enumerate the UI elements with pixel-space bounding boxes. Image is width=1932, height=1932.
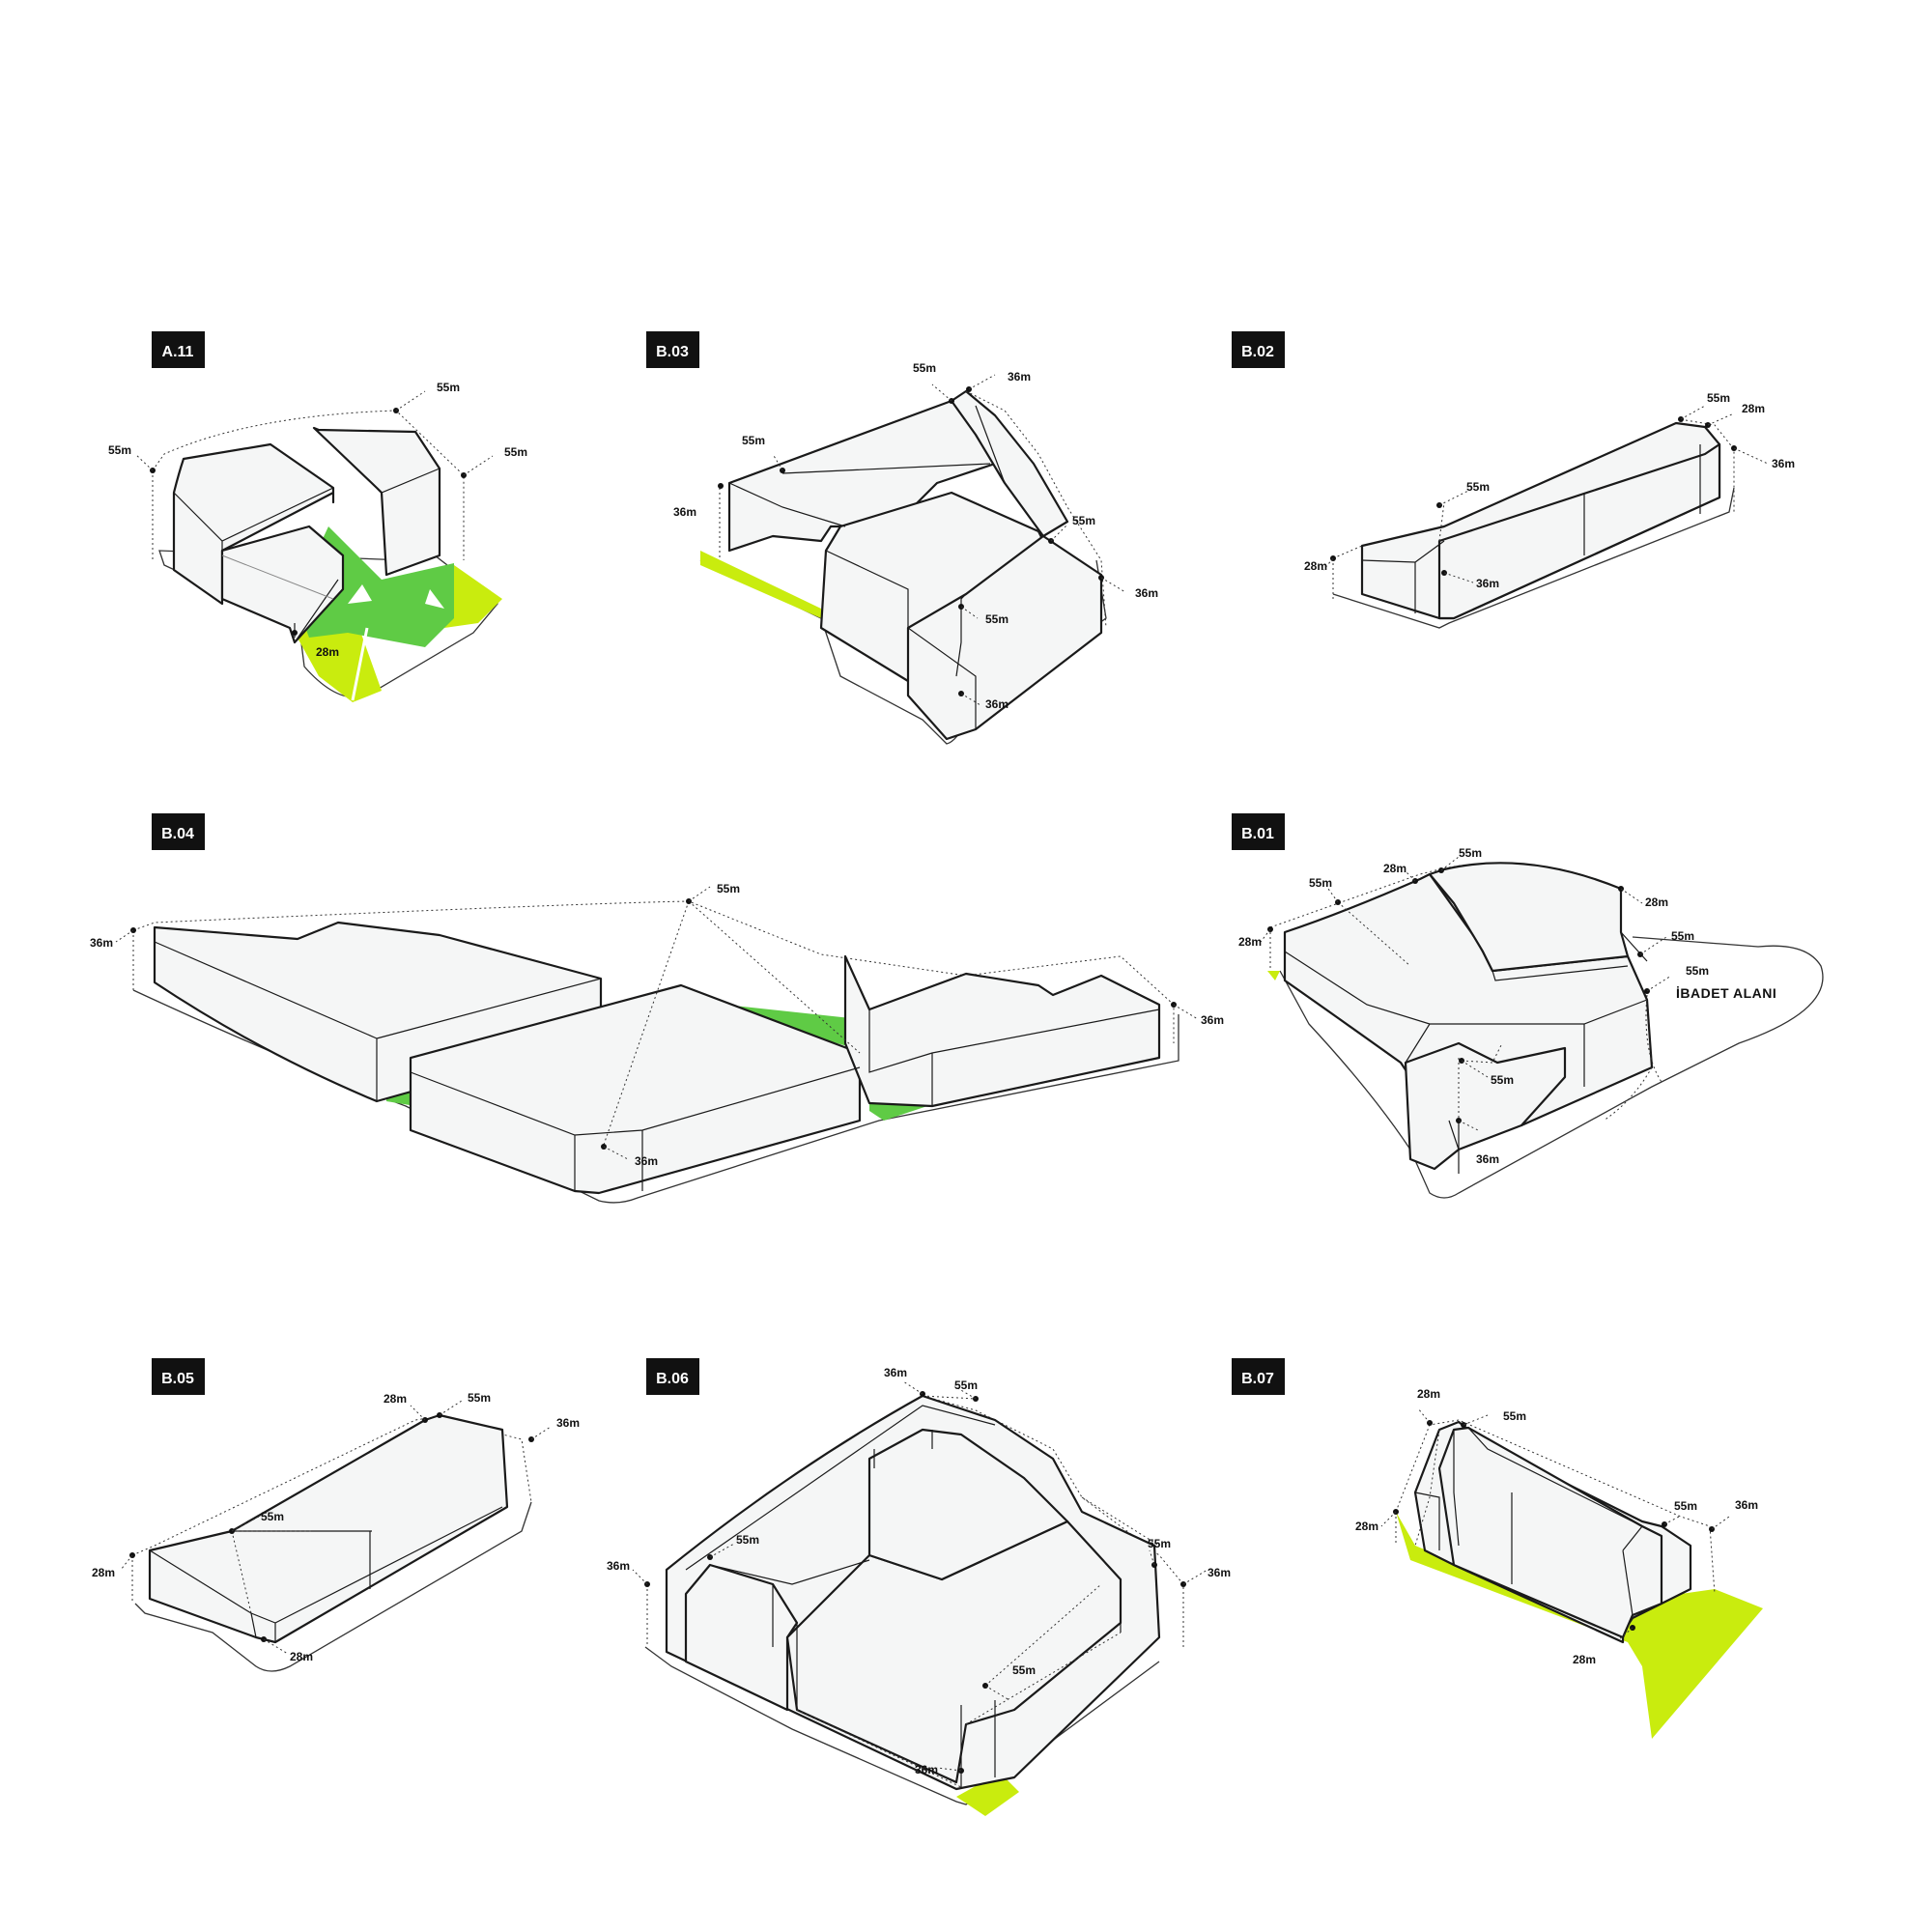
svg-text:28m: 28m — [1383, 862, 1406, 875]
block-b01: B.01 28m 55m 55m 28m 28m 55m 55m 55m 36m… — [1232, 813, 1824, 1199]
svg-text:28m: 28m — [316, 645, 339, 659]
svg-text:28m: 28m — [1742, 402, 1765, 415]
svg-text:55m: 55m — [985, 612, 1009, 626]
svg-text:B.07: B.07 — [1241, 1371, 1274, 1387]
tag-b02: B.02 — [1232, 331, 1285, 368]
svg-text:55m: 55m — [717, 882, 740, 895]
svg-text:55m: 55m — [261, 1510, 284, 1523]
svg-text:28m: 28m — [1355, 1520, 1378, 1533]
tag-a11: A.11 — [152, 331, 205, 368]
svg-text:36m: 36m — [1476, 577, 1499, 590]
svg-text:55m: 55m — [742, 434, 765, 447]
svg-text:36m: 36m — [90, 936, 113, 950]
svg-text:55m: 55m — [1072, 514, 1095, 527]
svg-text:55m: 55m — [1459, 846, 1482, 860]
svg-text:55m: 55m — [1491, 1073, 1514, 1087]
tag-b01: B.01 — [1232, 813, 1285, 850]
svg-text:36m: 36m — [607, 1559, 630, 1573]
tag-b03: B.03 — [646, 331, 699, 368]
svg-text:55m: 55m — [504, 445, 527, 459]
svg-text:28m: 28m — [92, 1566, 115, 1579]
svg-text:B.04: B.04 — [161, 826, 194, 842]
svg-text:36m: 36m — [673, 505, 696, 519]
svg-text:36m: 36m — [884, 1366, 907, 1379]
svg-text:55m: 55m — [913, 361, 936, 375]
tag-b05: B.05 — [152, 1358, 205, 1395]
block-b02: B.02 55m 28m 36m 55m 28m 36m — [1232, 331, 1795, 629]
svg-text:36m: 36m — [556, 1416, 580, 1430]
svg-text:28m: 28m — [1573, 1653, 1596, 1666]
svg-text:28m: 28m — [1645, 895, 1668, 909]
svg-text:36m: 36m — [635, 1154, 658, 1168]
svg-text:B.01: B.01 — [1241, 826, 1274, 842]
svg-text:28m: 28m — [290, 1650, 313, 1663]
svg-text:36m: 36m — [1208, 1566, 1231, 1579]
svg-text:55m: 55m — [1686, 964, 1709, 978]
svg-text:36m: 36m — [1735, 1498, 1758, 1512]
block-a11: A.11 55m 55m 55m 28m — [108, 331, 527, 702]
svg-text:55m: 55m — [1707, 391, 1730, 405]
svg-text:36m: 36m — [985, 697, 1009, 711]
svg-text:28m: 28m — [1417, 1387, 1440, 1401]
block-b07: B.07 28m 55m 28m 55m 36m 28m — [1232, 1358, 1763, 1739]
svg-text:B.05: B.05 — [161, 1371, 194, 1387]
tag-b07: B.07 — [1232, 1358, 1285, 1395]
svg-text:55m: 55m — [1148, 1537, 1171, 1550]
worship-area-label: İBADET ALANI — [1676, 985, 1776, 1001]
block-b05: B.05 28m 55m 36m 55m 28m 28m — [92, 1358, 580, 1672]
tag-b04: B.04 — [152, 813, 205, 850]
block-b04: B.04 36m 55m 36m 36m — [90, 813, 1224, 1204]
svg-text:36m: 36m — [1008, 370, 1031, 384]
svg-text:55m: 55m — [736, 1533, 759, 1547]
svg-text:36m: 36m — [915, 1763, 938, 1776]
svg-text:28m: 28m — [1238, 935, 1262, 949]
svg-text:B.02: B.02 — [1241, 344, 1274, 360]
svg-text:36m: 36m — [1135, 586, 1158, 600]
svg-text:B.03: B.03 — [656, 344, 689, 360]
svg-text:28m: 28m — [1304, 559, 1327, 573]
svg-text:55m: 55m — [1466, 480, 1490, 494]
svg-text:55m: 55m — [1503, 1409, 1526, 1423]
svg-text:55m: 55m — [468, 1391, 491, 1405]
tag-b06: B.06 — [646, 1358, 699, 1395]
svg-text:55m: 55m — [1671, 929, 1694, 943]
svg-text:55m: 55m — [437, 381, 460, 394]
svg-text:B.06: B.06 — [656, 1371, 689, 1387]
svg-text:36m: 36m — [1772, 457, 1795, 470]
svg-text:55m: 55m — [108, 443, 131, 457]
svg-text:28m: 28m — [384, 1392, 407, 1406]
svg-text:A.11: A.11 — [162, 344, 194, 360]
block-b03: B.03 55m 36m 55m 36m 55m 36m 55m 36m — [646, 331, 1158, 745]
svg-text:36m: 36m — [1476, 1152, 1499, 1166]
svg-text:55m: 55m — [1309, 876, 1332, 890]
svg-text:36m: 36m — [1201, 1013, 1224, 1027]
svg-text:55m: 55m — [1674, 1499, 1697, 1513]
svg-text:55m: 55m — [1012, 1663, 1036, 1677]
svg-text:55m: 55m — [954, 1378, 978, 1392]
block-b06: B.06 36m 55m 36m 55m 55m 36m 55m 36m — [607, 1358, 1231, 1816]
